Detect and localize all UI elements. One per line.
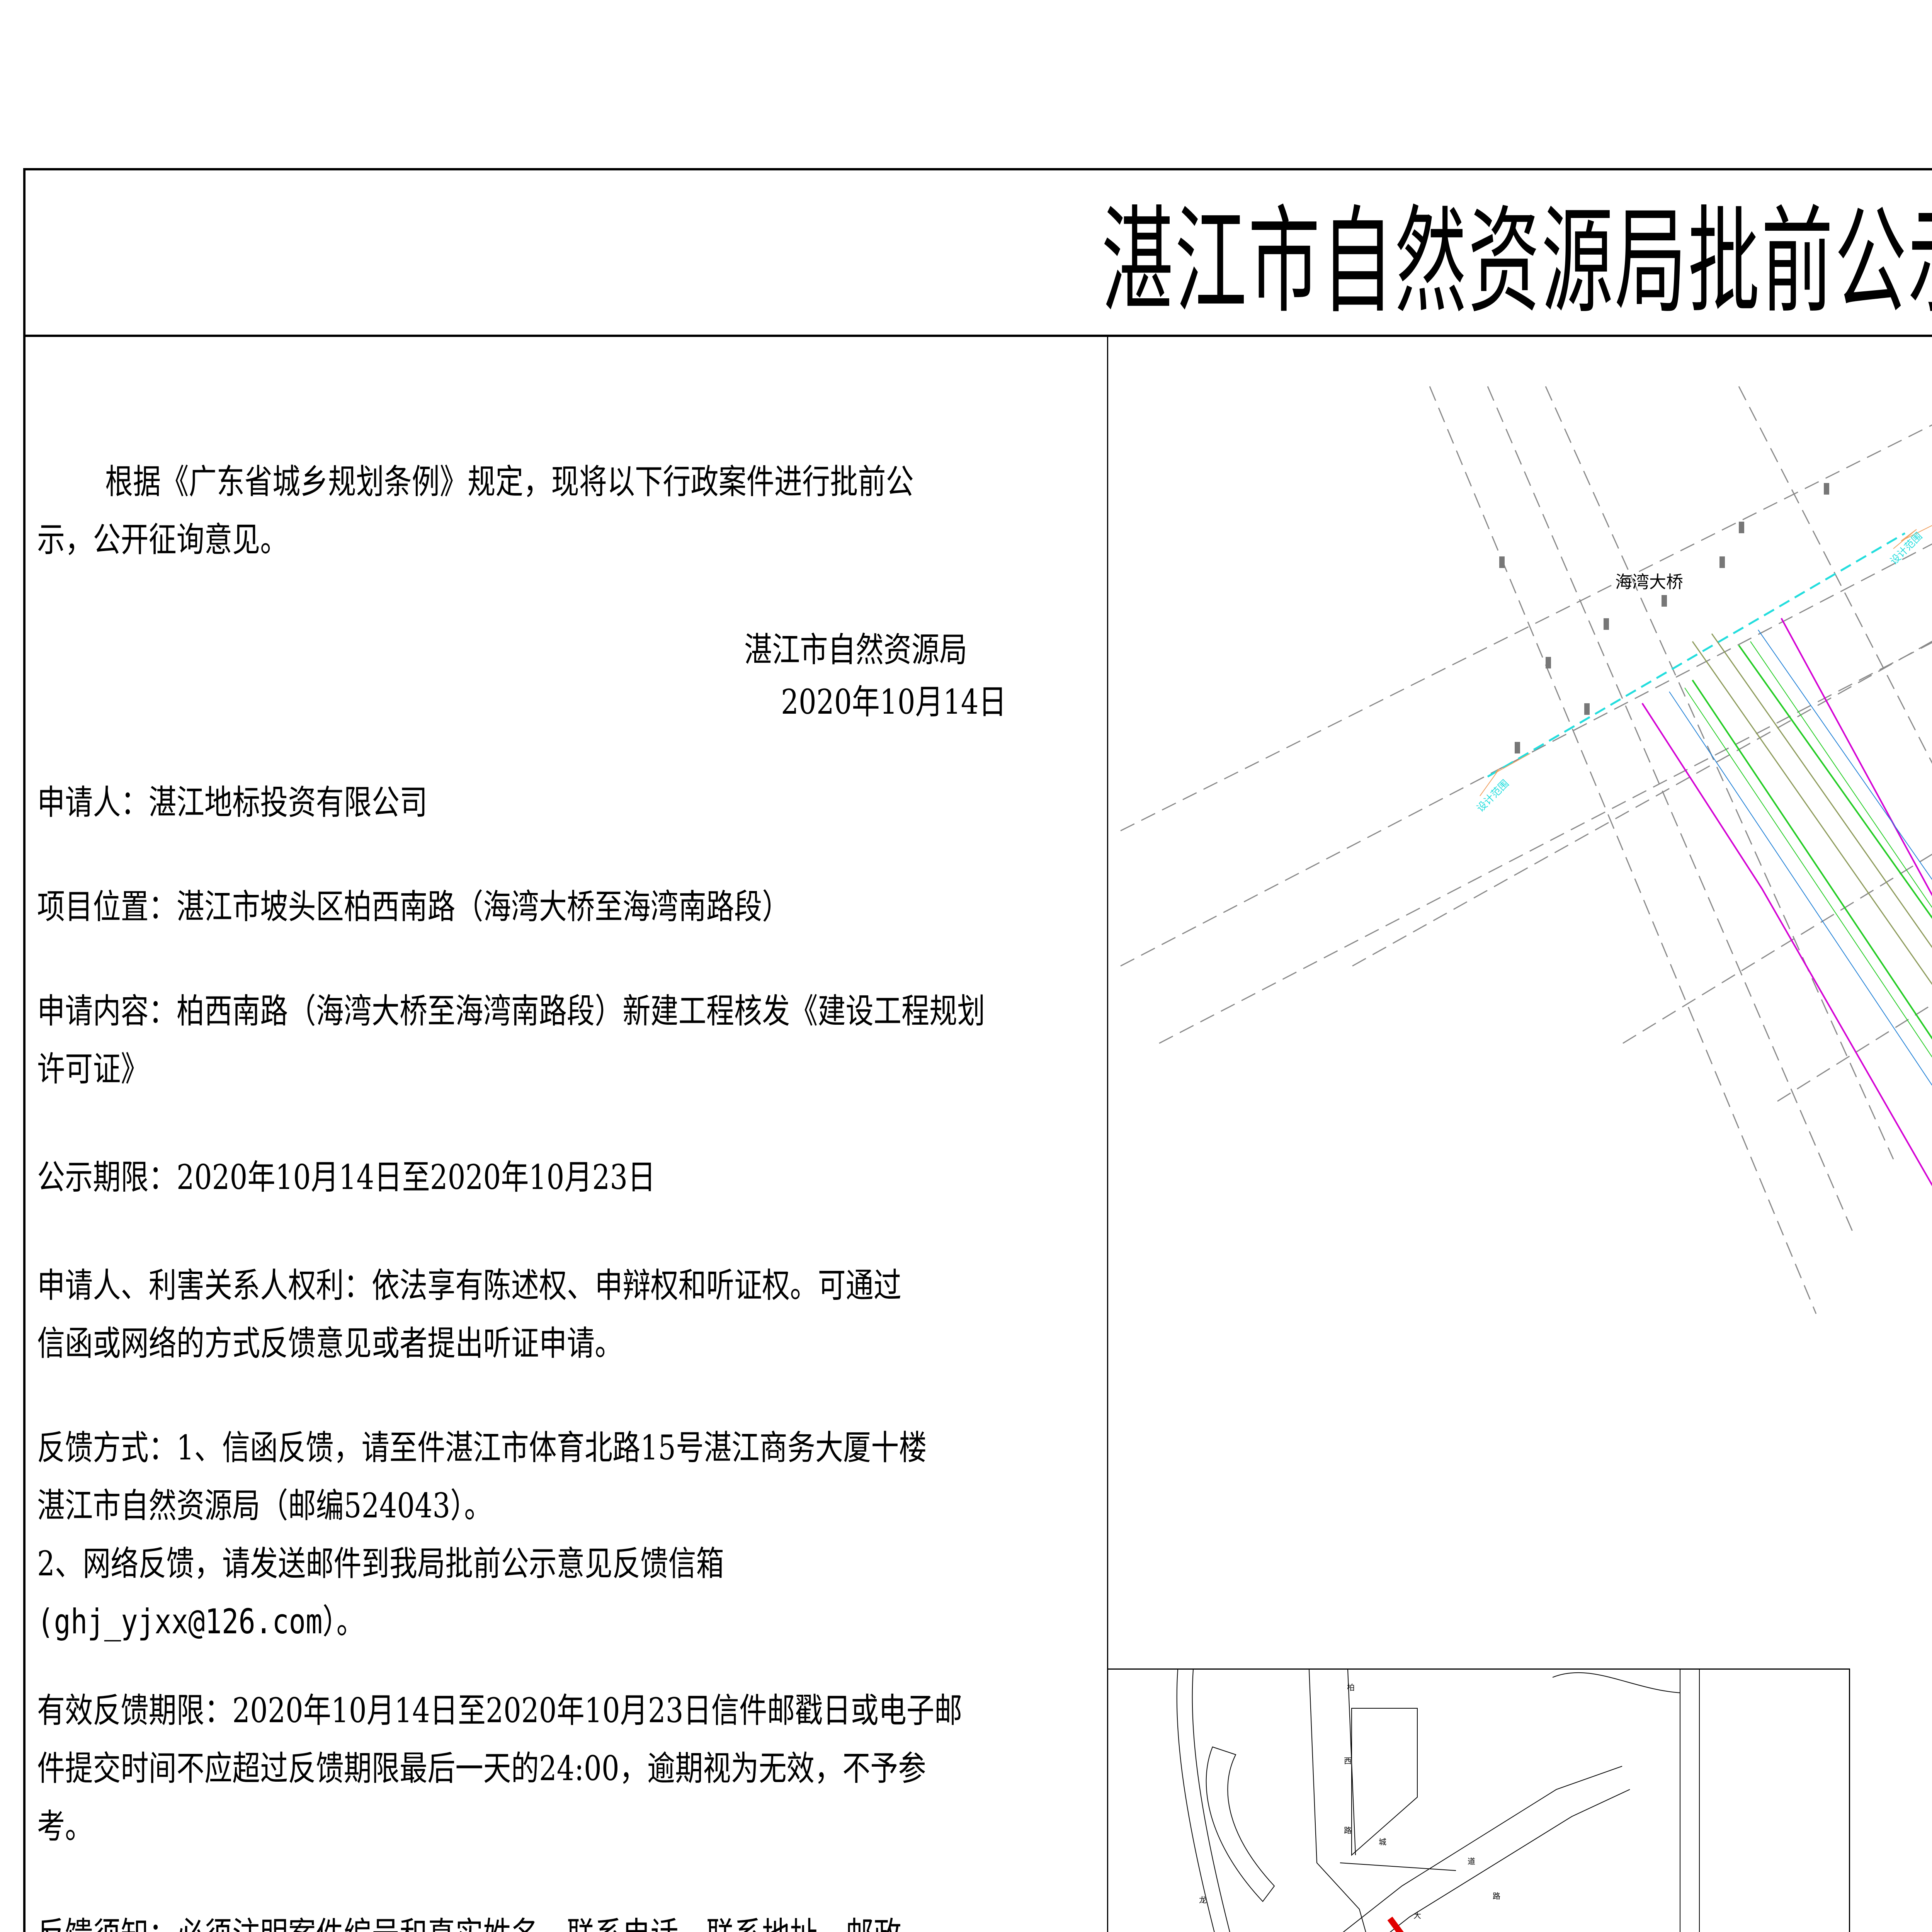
issuer: 湛江市自然资源局 — [744, 630, 968, 670]
inset-road-char: 道 — [1468, 1857, 1475, 1866]
title-row: 湛江市自然资源局批前公示 — [23, 168, 1932, 337]
inset-road-char: 大 — [1413, 1911, 1421, 1920]
feedback-address: 湛江市自然资源局（邮编524043）。 — [37, 1486, 492, 1526]
inset-road-char: 路 — [1344, 1826, 1352, 1835]
applicant-value: 湛江地标投资有限公司 — [148, 782, 428, 822]
valid-period-end: 考。 — [37, 1806, 93, 1846]
feedback-online: 2、网络反馈，请发送邮件到我局批前公示意见反馈信箱 — [37, 1544, 724, 1583]
location-value: 湛江市坡头区柏西南路（海湾大桥至海湾南路段） — [176, 887, 790, 927]
page-title: 湛江市自然资源局批前公示 — [1101, 194, 1932, 329]
valid-period: 有效反馈期限：2020年10月14日至2020年10月23日信件邮戳日或电子邮 — [37, 1690, 963, 1730]
notice-intro: 根据《广东省城乡规划条例》规定，现将以下行政案件进行批前公 — [105, 462, 914, 502]
location-field: 项目位置：湛江市坡头区柏西南路（海湾大桥至海湾南路段） — [37, 887, 790, 927]
period-value: 2020年10月14日至2020年10月23日 — [176, 1157, 656, 1197]
feedback-method: 反馈方式：1、信函反馈，请至件湛江市体育北路15号湛江商务大厦十楼 — [37, 1428, 927, 1468]
feedback-email[interactable]: (ghj_yjxx@126.com）。 — [37, 1602, 364, 1641]
inset-road-char: 城 — [1379, 1837, 1386, 1847]
period-field: 公示期限：2020年10月14日至2020年10月23日 — [37, 1157, 656, 1197]
location-inset-map: 区位图 柏西南路 柏 西 路 城 道 大 路 龙 东 工 湾 海 规 划 海 湾… — [1108, 1668, 1850, 1932]
rights-text: 申请人、利害关系人权利：依法享有陈述权、申辩权和听证权。可通过 — [37, 1265, 901, 1305]
inset-road-char: 西 — [1344, 1756, 1352, 1765]
issue-date: 2020年10月14日 — [781, 682, 1007, 722]
feedback-notes: 反馈须知：必须注明案件编号和真实姓名、联系电话、联系地址、邮政 — [37, 1906, 901, 1932]
rights-text-cont: 信函或网络的方式反馈意见或者提出听证申请。 — [37, 1323, 623, 1363]
notice-panel: 根据《广东省城乡规划条例》规定，现将以下行政案件进行批前公 示，公开征询意见。 … — [26, 337, 1108, 1932]
poster-frame — [23, 168, 1932, 1932]
inset-road-char: 龙 — [1199, 1895, 1207, 1905]
inset-road-char: 柏 — [1347, 1683, 1355, 1692]
bridge-label: 海湾大桥 — [1615, 572, 1683, 592]
content-field: 申请内容：柏西南路（海湾大桥至海湾南路段）新建工程核发《建设工程规划 — [37, 991, 985, 1031]
applicant-field: 申请人：湛江地标投资有限公司 — [37, 782, 428, 822]
valid-period-cont: 件提交时间不应超过反馈期限最后一天的24:00，逾期视为无效，不予参 — [37, 1748, 926, 1788]
content-value-cont: 许可证》 — [37, 1049, 149, 1089]
inset-road-char: 路 — [1493, 1891, 1500, 1901]
inset-road-network — [1176, 1670, 1700, 1932]
notice-intro-cont: 示，公开征询意见。 — [37, 520, 288, 560]
content-value: 柏西南路（海湾大桥至海湾南路段）新建工程核发《建设工程规划 — [176, 991, 985, 1031]
